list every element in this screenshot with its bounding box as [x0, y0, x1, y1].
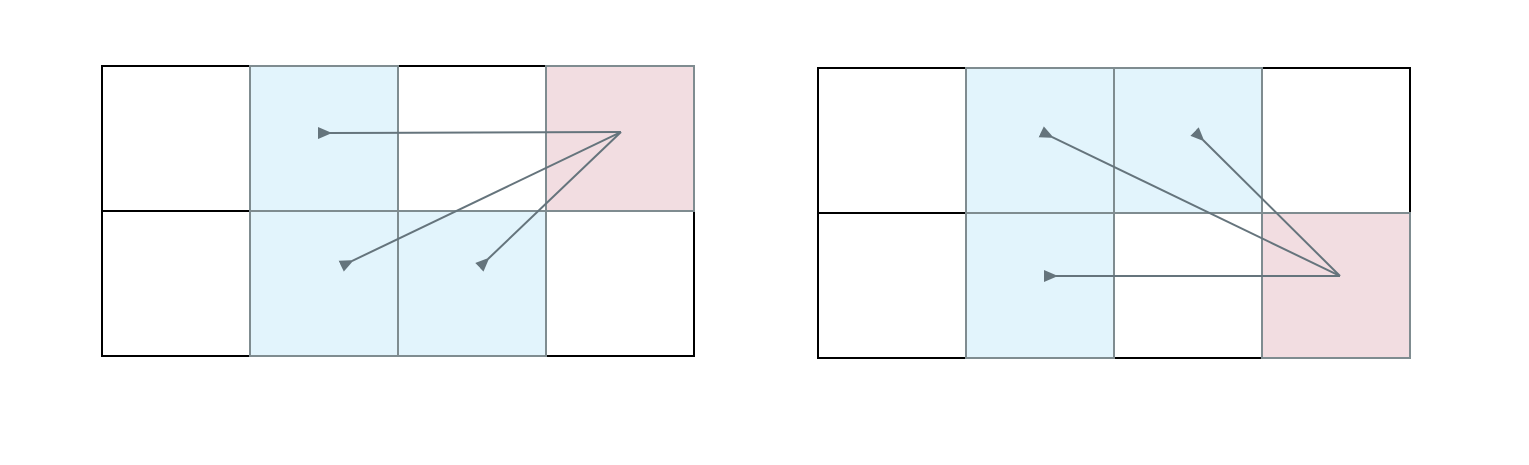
highlighted-cell — [249, 65, 399, 212]
highlighted-cell — [965, 67, 1115, 214]
grid-cell — [397, 65, 547, 212]
highlighted-cell — [397, 210, 547, 357]
source-cell — [545, 65, 695, 212]
highlighted-cell — [249, 210, 399, 357]
arrow — [475, 131, 622, 272]
grid-cell — [1113, 212, 1263, 359]
arrow — [317, 127, 622, 140]
arrow — [1190, 127, 1341, 277]
grid-cell — [101, 210, 251, 357]
grid-cell — [545, 210, 695, 357]
source-cell — [1261, 212, 1411, 359]
grid-cell — [817, 67, 967, 214]
highlighted-cell — [965, 212, 1115, 359]
arrow — [1038, 126, 1341, 277]
grid-cell — [1261, 67, 1411, 214]
highlighted-cell — [1113, 67, 1263, 214]
grid-left — [101, 65, 695, 357]
arrow — [338, 131, 622, 272]
grid-cell — [101, 65, 251, 212]
grid-right — [817, 67, 1411, 359]
grid-cell — [817, 212, 967, 359]
